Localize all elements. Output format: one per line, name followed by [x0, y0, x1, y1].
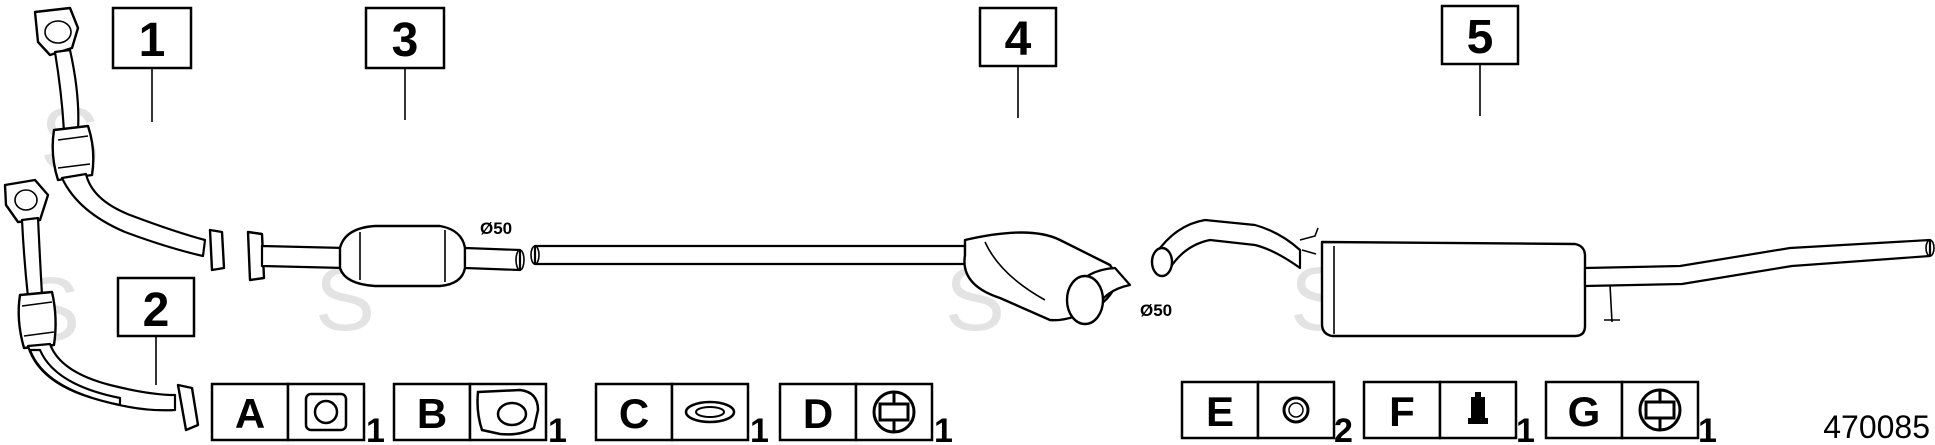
accessory-d: D 1 — [778, 382, 953, 445]
accessory-qty: 2 — [1334, 412, 1353, 445]
part-2-downpipe — [3, 178, 200, 432]
oval-ring-gasket-icon — [684, 400, 736, 424]
square-flange-gasket-icon — [304, 392, 348, 432]
accessory-letter: G — [1568, 388, 1601, 435]
accessory-qty: 1 — [366, 412, 385, 445]
bolt-mount-icon — [1468, 392, 1488, 424]
diameter-label: Ø50 — [1140, 301, 1172, 320]
triangular-flange-gasket-icon — [476, 388, 540, 436]
part-1-downpipe — [33, 6, 226, 272]
part-label-2: 2 — [116, 276, 196, 385]
accessory-letter: F — [1389, 388, 1415, 435]
diagram-number: 470085 — [1823, 409, 1930, 445]
accessory-letter: B — [417, 390, 447, 437]
ring-clamp-icon — [1282, 396, 1310, 424]
accessory-g: G 1 — [1544, 380, 1717, 445]
accessory-e: E 2 — [1180, 380, 1353, 445]
accessory-letter: C — [619, 390, 649, 437]
accessory-c: C 1 — [594, 382, 769, 445]
svg-text:5: 5 — [1467, 11, 1494, 64]
accessory-f: F 1 — [1362, 380, 1535, 445]
svg-text:1: 1 — [139, 14, 166, 67]
accessory-qty: 1 — [934, 412, 953, 445]
accessory-qty: 1 — [1698, 412, 1717, 445]
diameter-label: Ø50 — [480, 219, 512, 238]
accessory-qty: 1 — [548, 412, 567, 445]
svg-text:2: 2 — [143, 284, 170, 337]
part-label-4: 4 — [978, 6, 1058, 118]
accessory-b: B 1 — [392, 382, 567, 445]
rubber-hanger-icon — [872, 390, 916, 434]
accessory-letter: D — [803, 390, 833, 437]
accessory-letter: A — [235, 390, 265, 437]
accessory-letter: E — [1206, 388, 1234, 435]
part-5-rear-muffler — [1150, 218, 1935, 338]
part-label-1: 1 — [111, 6, 193, 122]
svg-text:4: 4 — [1005, 13, 1032, 66]
rubber-hanger-icon — [1638, 388, 1682, 432]
part-label-5: 5 — [1440, 4, 1520, 116]
accessory-a: A 1 — [210, 382, 385, 445]
accessory-qty: 1 — [1516, 412, 1535, 445]
part-4-center-pipe-muffler: Ø50 — [530, 231, 1172, 326]
part-label-3: 3 — [364, 6, 446, 120]
accessory-qty: 1 — [750, 412, 769, 445]
svg-text:3: 3 — [392, 14, 419, 67]
part-3-catalytic-converter: Ø50 — [246, 219, 525, 288]
